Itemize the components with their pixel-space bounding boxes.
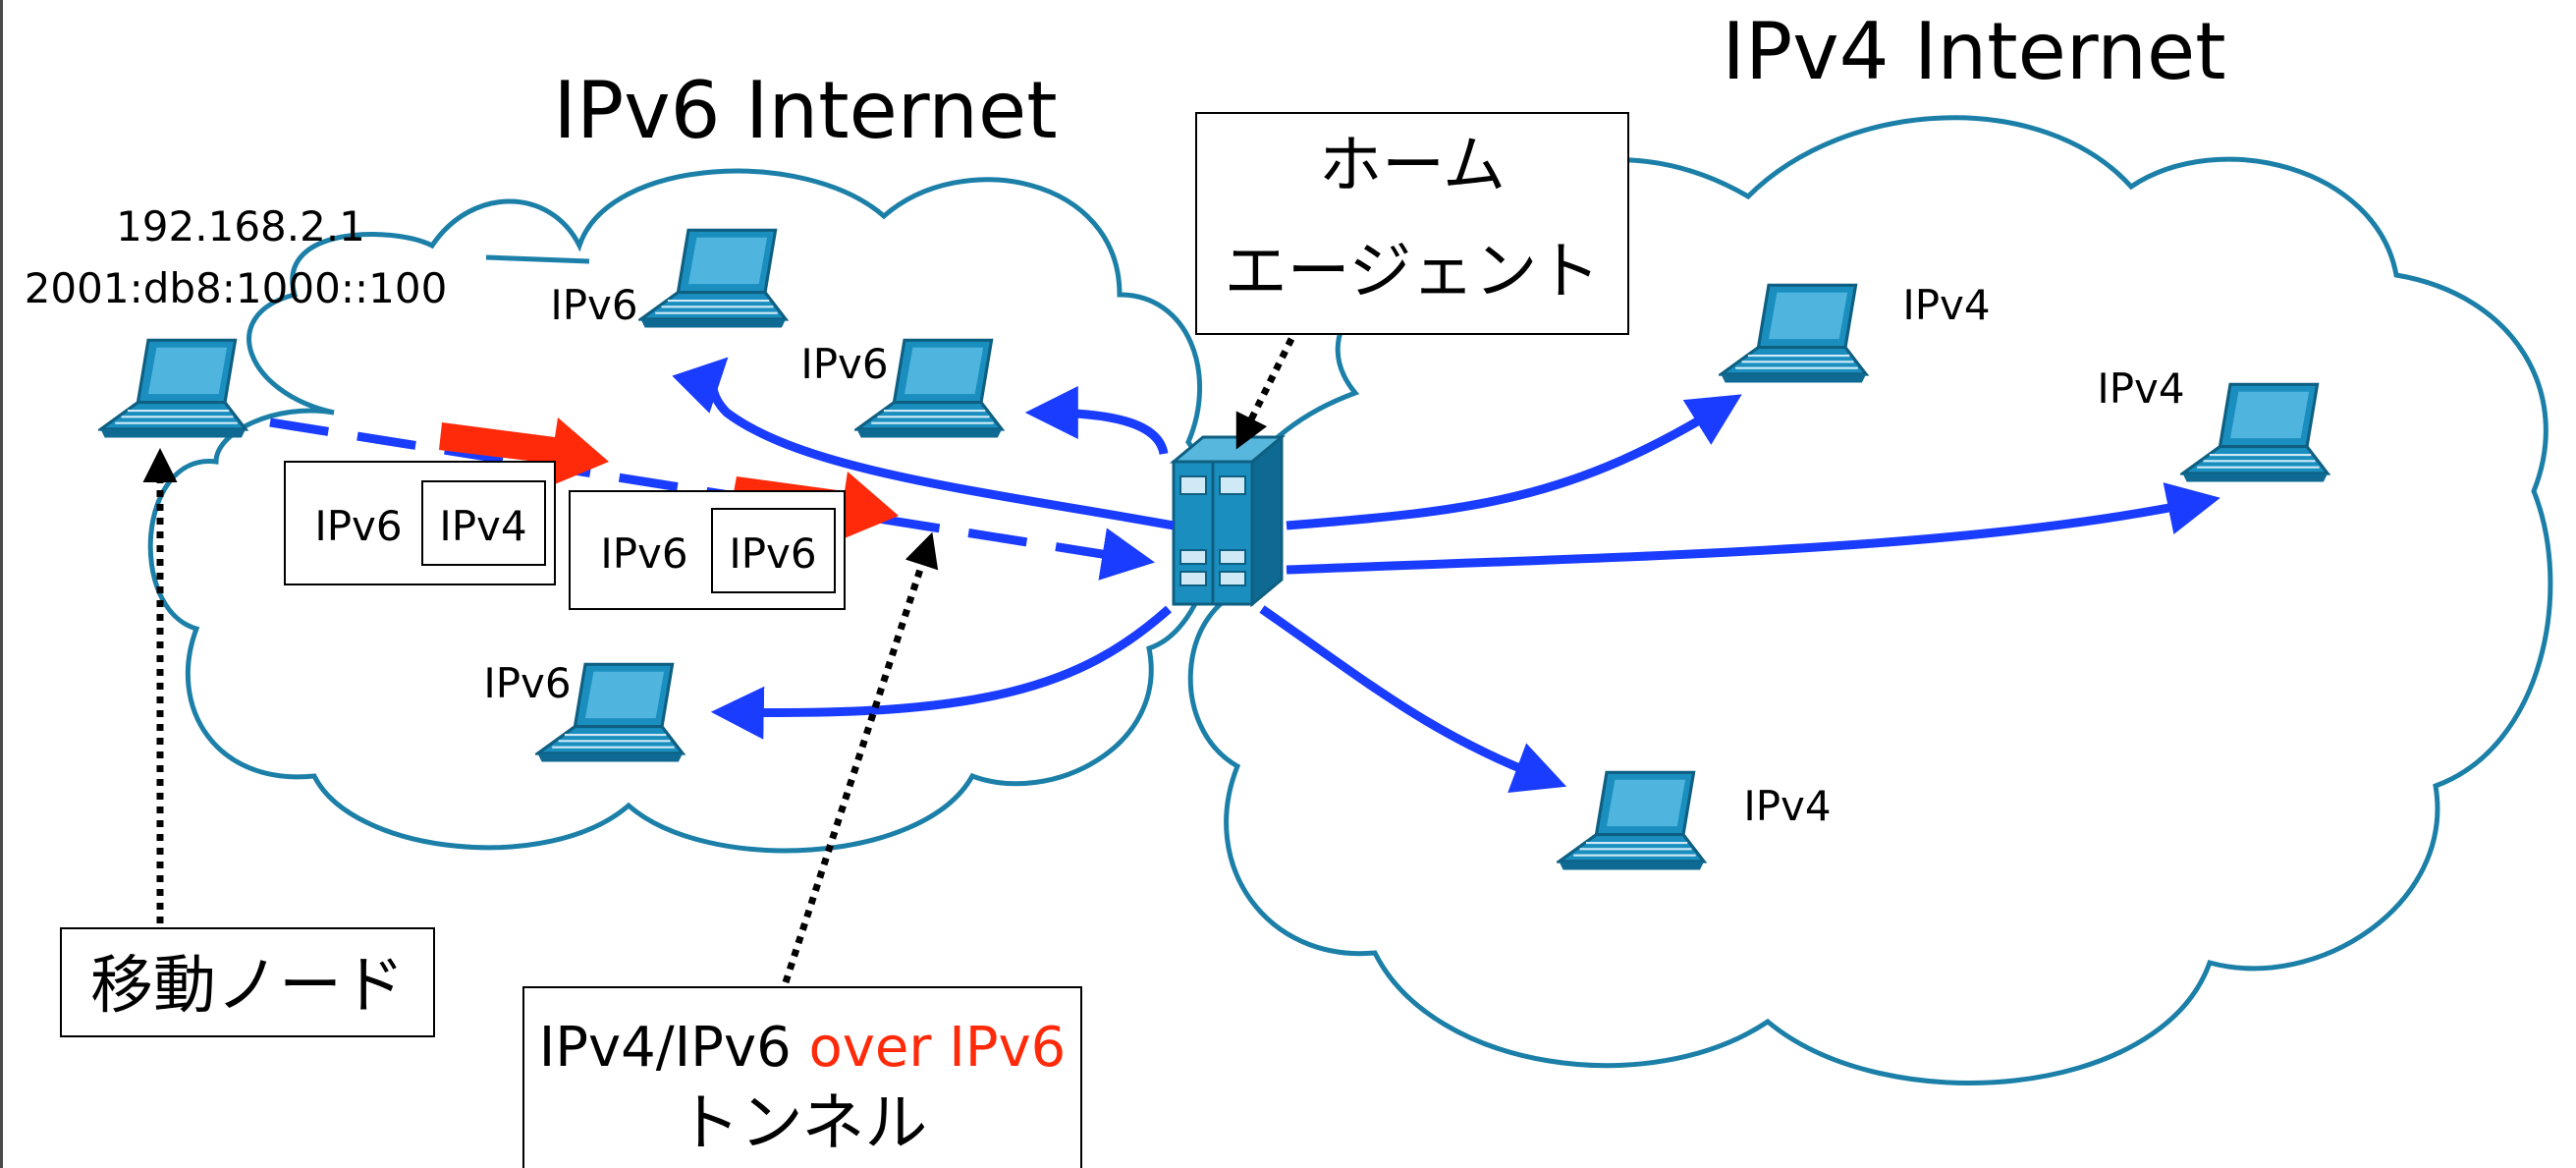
tunnel-label-box: IPv4/IPv6 over IPv6 トンネル (522, 986, 1082, 1168)
ipv6-host-1-label: IPv6 (550, 281, 637, 329)
ipv4-host-1-laptop-icon (1719, 283, 1868, 385)
arrow-to-ipv6-host-3 (710, 605, 1172, 740)
tunnel-pointer (782, 531, 939, 984)
ipv4-cloud-title: IPv4 Internet (1722, 6, 2225, 97)
packet-arrow-1 (439, 417, 609, 486)
packet-1-outer-label: IPv6 (314, 502, 402, 550)
tunnel-label-line2: トンネル (678, 1087, 928, 1160)
slide-edge (0, 0, 3, 1168)
arrow-to-ipv4-host-3 (1259, 605, 1567, 793)
tunnel-dashed-line (269, 417, 1156, 581)
ipv4-host-3-label: IPv4 (1743, 782, 1831, 830)
home-agent-label-box: ホーム エージェント (1195, 112, 1629, 335)
tunnel-label-part1: IPv4/IPv6 (539, 1016, 809, 1080)
home-agent-label-line2: エージェント (1225, 236, 1601, 308)
arrow-to-ipv4-host-1 (1286, 394, 1742, 530)
ipv4-host-1-label: IPv4 (1902, 281, 1990, 329)
arrow-to-ipv6-host-1 (672, 357, 1175, 530)
ipv4-host-3-laptop-icon (1557, 770, 1706, 872)
mobile-node-label-box: 移動ノード (60, 927, 435, 1037)
address-leader-line (485, 254, 590, 264)
ipv6-cloud-title: IPv6 Internet (553, 65, 1057, 156)
ipv6-host-2-label: IPv6 (800, 340, 888, 388)
mobile-node-ipv4-address: 192.168.2.1 (116, 202, 365, 250)
packet-2-inner-label: IPv6 (729, 529, 816, 578)
ipv4-host-2-label: IPv4 (2097, 364, 2184, 413)
mobile-node-laptop-icon (98, 338, 247, 440)
ipv4-cloud (1187, 115, 2553, 1085)
packet-2-outer-label: IPv6 (600, 529, 687, 578)
packet-box-2: IPv6 IPv6 (569, 490, 846, 610)
ipv4-host-2-laptop-icon (2180, 382, 2329, 484)
mobile-node-ipv6-address: 2001:db8:1000::100 (25, 264, 448, 312)
ipv6-host-3-label: IPv6 (483, 659, 571, 707)
home-agent-label-line1: ホーム (1319, 130, 1506, 202)
home-agent-pointer (1235, 337, 1295, 450)
tunnel-label-line1: IPv4/IPv6 over IPv6 (539, 1016, 1067, 1080)
arrow-to-ipv6-host-2 (1024, 386, 1169, 456)
mobile-node-label: 移動ノード (90, 950, 405, 1023)
ipv6-host-1-laptop-icon (638, 228, 788, 330)
packet-box-1: IPv6 IPv4 (284, 461, 556, 585)
tunnel-label-part2: over IPv6 (809, 1016, 1067, 1080)
packet-1-inner-label: IPv4 (439, 502, 526, 550)
home-agent-server-rack-icon (1169, 433, 1287, 608)
arrow-to-ipv4-host-2 (1286, 482, 2220, 575)
